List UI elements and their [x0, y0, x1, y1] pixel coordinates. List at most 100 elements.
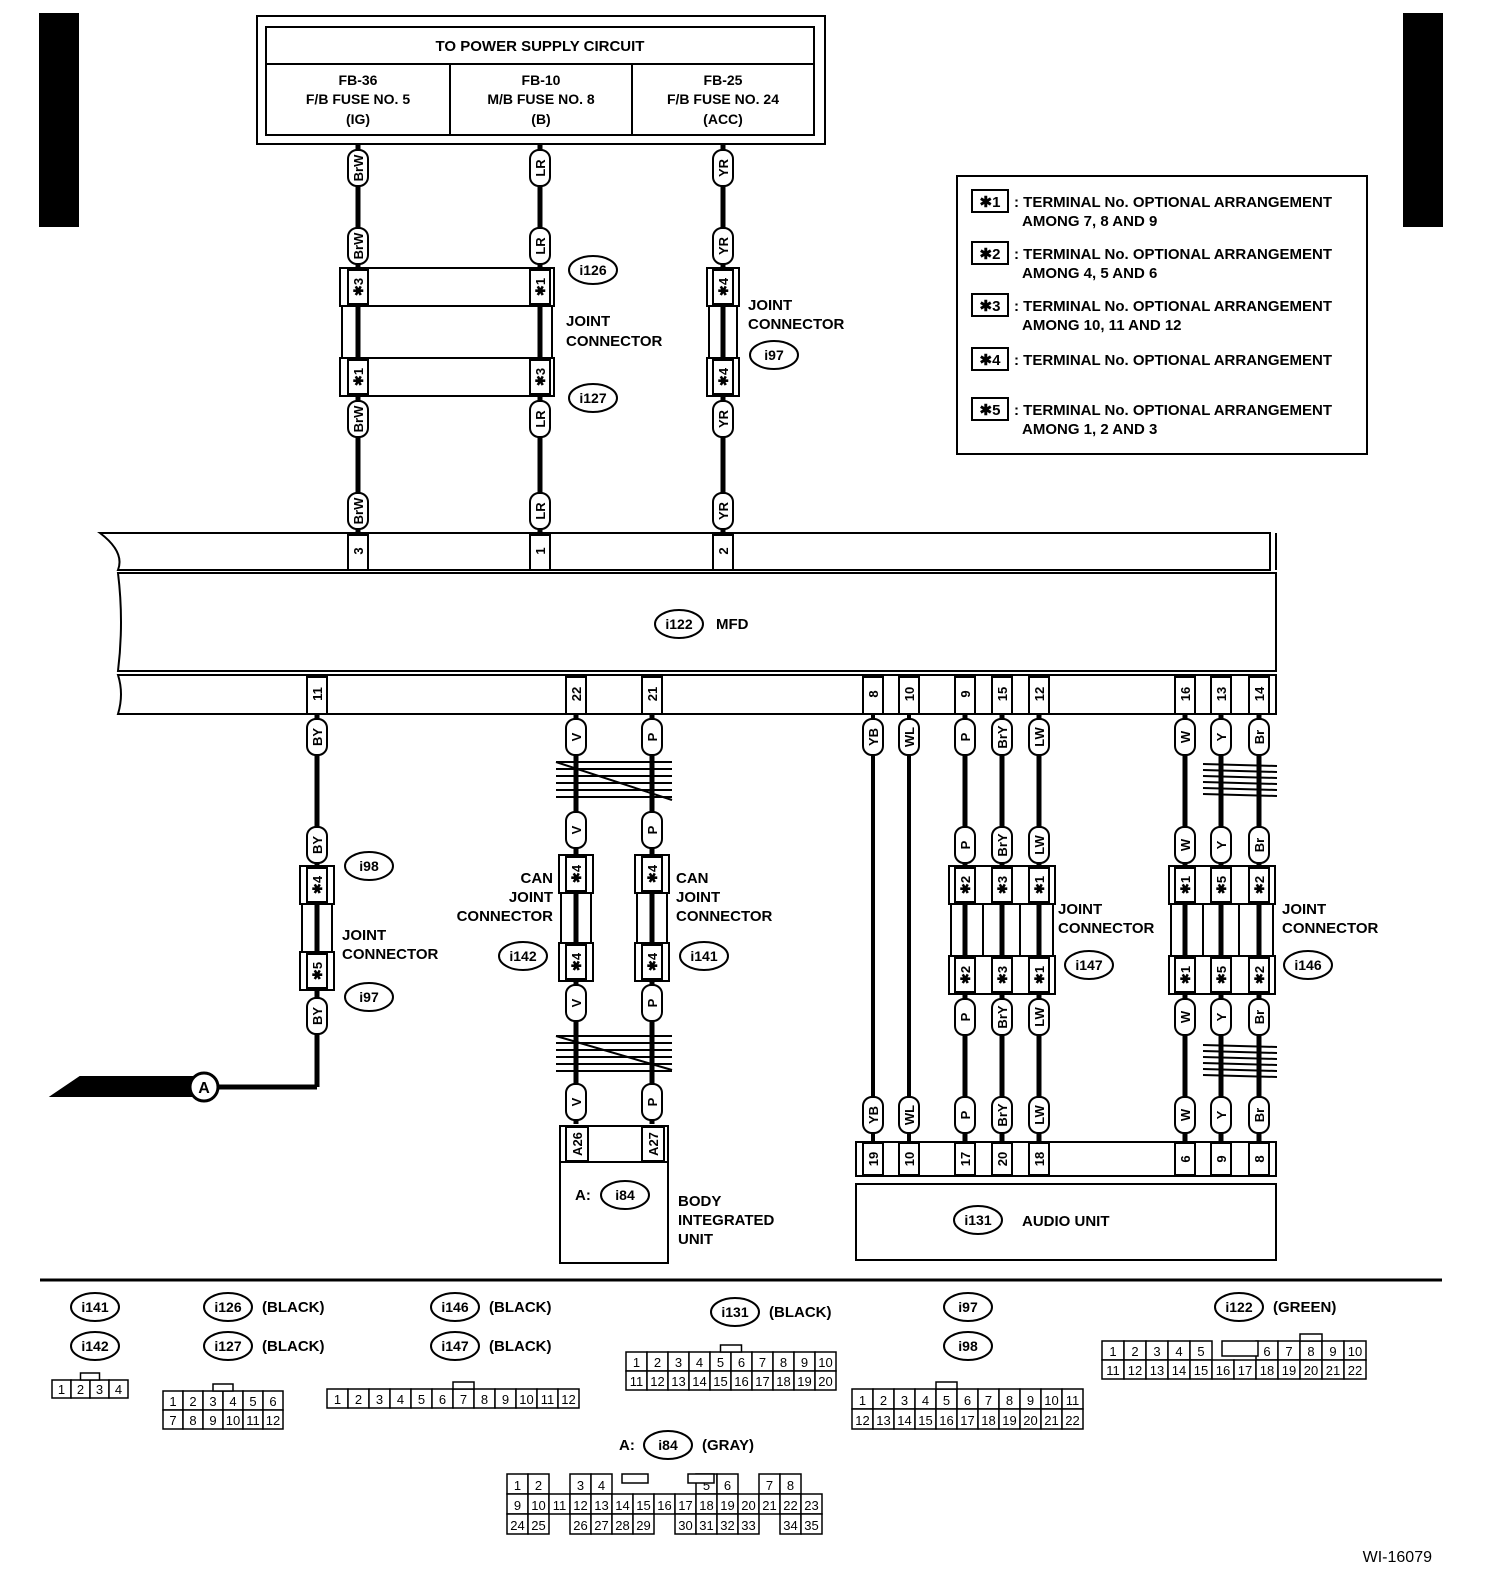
connector-label: CONNECTOR — [1058, 920, 1155, 937]
view-i127-color: (BLACK) — [262, 1338, 324, 1355]
connector-label: CONNECTOR — [342, 946, 439, 963]
wire-color-label-frame — [1248, 1096, 1270, 1134]
wire-color-label-frame — [1028, 1096, 1050, 1134]
audio-pin-box — [1028, 1142, 1050, 1176]
pin-grid-i84-cell — [632, 1513, 655, 1535]
pin-grid-i122-pin: 2 — [1131, 1344, 1138, 1359]
joint-pin-box — [1210, 957, 1232, 993]
wire-color-label: V — [569, 1097, 584, 1106]
mfd-pin-g147-box — [954, 676, 976, 715]
fuse-circuit: (ACC) — [703, 111, 743, 127]
wire-color-label: V — [569, 825, 584, 834]
wire-color-label-frame — [954, 1096, 976, 1134]
joint-star-label: ✱4 — [569, 952, 584, 971]
pin-grid-i131-pin: 5 — [717, 1355, 724, 1370]
note-line2: AMONG 10, 11 AND 12 — [1022, 317, 1182, 334]
joint-pin-box — [565, 856, 587, 892]
wire-color-label-frame — [347, 400, 369, 438]
fuse-id: FB-10 — [522, 72, 561, 88]
pin-grid-i131-pin: 15 — [713, 1374, 727, 1389]
fuse-name: F/B FUSE NO. 5 — [306, 91, 410, 107]
wire-color-label: LR — [533, 159, 548, 177]
pin-grid-i146-pin: 6 — [439, 1392, 446, 1407]
wire-color-label: YB — [866, 728, 881, 746]
wire-color-label: Y — [1214, 1012, 1229, 1021]
pin-grid-i131-pin: 1 — [633, 1355, 640, 1370]
pin-grid-i141-pin: 2 — [77, 1382, 84, 1397]
pin-grid-i84-pin: 22 — [783, 1498, 797, 1513]
joint-star-label: ✱2 — [1252, 966, 1267, 984]
pin-grid-i84-pin: 28 — [615, 1518, 629, 1533]
conn-i127: i127 — [579, 390, 606, 406]
pin-grid-i97-pin: 13 — [876, 1413, 890, 1428]
pin-grid-i146-pin: 11 — [541, 1392, 555, 1407]
pin-grid-i122-pin: 1 — [1109, 1344, 1116, 1359]
mfd-pin-wl: 10 — [902, 687, 917, 701]
twisted-pair-mark — [1202, 787, 1278, 791]
conn-i141-oval — [679, 941, 729, 971]
joint-pin-box — [954, 867, 976, 903]
pin-grid-i126-pin: 7 — [169, 1413, 176, 1428]
wire-color-label-frame — [1248, 826, 1270, 864]
connector-label: CONNECTOR — [457, 908, 554, 925]
view-i122-oval — [1214, 1292, 1264, 1322]
wire-color-label: Br — [1252, 838, 1267, 852]
joint-pin-box — [1028, 957, 1050, 993]
note-line2: AMONG 1, 2 AND 3 — [1022, 421, 1157, 438]
pin-grid-i146-pin: 3 — [376, 1392, 383, 1407]
pin-grid-i97-pin: 9 — [1027, 1393, 1034, 1408]
twisted-pair-mark — [1202, 781, 1278, 785]
wire-color-label-frame — [712, 492, 734, 530]
joint-star-label: ✱5 — [1214, 966, 1229, 984]
view-i84-oval — [643, 1430, 693, 1460]
pin-grid-i126-cell — [262, 1409, 284, 1430]
note-mark: ✱4 — [980, 352, 1002, 369]
conn-i142: i142 — [509, 948, 536, 964]
joint-pin-box — [1210, 867, 1232, 903]
mfd-pin-g147: 9 — [958, 690, 973, 697]
pin-grid-i122-pin: 16 — [1216, 1363, 1230, 1378]
pin-grid-i131-cell — [814, 1370, 837, 1391]
view-i147: i147 — [441, 1338, 468, 1354]
pin-grid-i84-pin: 8 — [787, 1478, 794, 1493]
connector-label: CONNECTOR — [1282, 920, 1379, 937]
pin-grid-i131-pin: 12 — [650, 1374, 664, 1389]
wire-color-label: Y — [1214, 732, 1229, 741]
audio-pin-number: 19 — [866, 1152, 881, 1166]
joint-pin-box — [529, 359, 551, 395]
pin-grid-i84-pin: 5 — [703, 1478, 710, 1493]
joint-star-label: ✱4 — [569, 864, 584, 883]
pin-grid-i122-pin: 14 — [1172, 1363, 1186, 1378]
joint-star-label: ✱3 — [995, 966, 1010, 984]
fuse-id: FB-36 — [339, 72, 378, 88]
joint-star-label: ✱3 — [351, 278, 366, 296]
mfd-top-pin-box — [712, 534, 734, 571]
mfd-top-pin-number: 1 — [533, 547, 548, 554]
pin-grid-i122-pin: 3 — [1153, 1344, 1160, 1359]
wire-color-label-frame — [1028, 998, 1050, 1036]
pin-grid-i122-pin: 15 — [1194, 1363, 1208, 1378]
pin-grid-i97-pin: 19 — [1002, 1413, 1016, 1428]
pin-grid-i84-pin: 33 — [741, 1518, 755, 1533]
mfd-pin-11-box — [306, 676, 328, 715]
wire-color-label-frame — [529, 492, 551, 530]
view-i98: i98 — [958, 1338, 978, 1354]
wire-color-label: BrW — [351, 232, 366, 259]
pin-grid-i141-cell — [108, 1379, 129, 1399]
mfd-pin-g146-box — [1174, 676, 1196, 715]
pin-grid-i84-pin: 29 — [636, 1518, 650, 1533]
pin-grid-i84-pin: 2 — [535, 1478, 542, 1493]
connector-label: CONNECTOR — [748, 316, 845, 333]
twisted-pair-mark — [1202, 775, 1278, 779]
mfd-pin-g146: 16 — [1178, 687, 1193, 701]
pin-grid-i122-pin: 6 — [1263, 1344, 1270, 1359]
joint-star-label: ✱3 — [533, 368, 548, 386]
pin-grid-i122-pin: 7 — [1285, 1344, 1292, 1359]
pin-grid-i131-pin: 2 — [654, 1355, 661, 1370]
body-unit-name: INTEGRATED — [678, 1212, 775, 1229]
wire-color-label-frame — [1174, 718, 1196, 756]
wire-color-label: V — [569, 732, 584, 741]
note-line2: AMONG 4, 5 AND 6 — [1022, 265, 1157, 282]
pin-grid-i126-pin: 8 — [189, 1413, 196, 1428]
twisted-pair-mark — [1202, 1056, 1278, 1060]
